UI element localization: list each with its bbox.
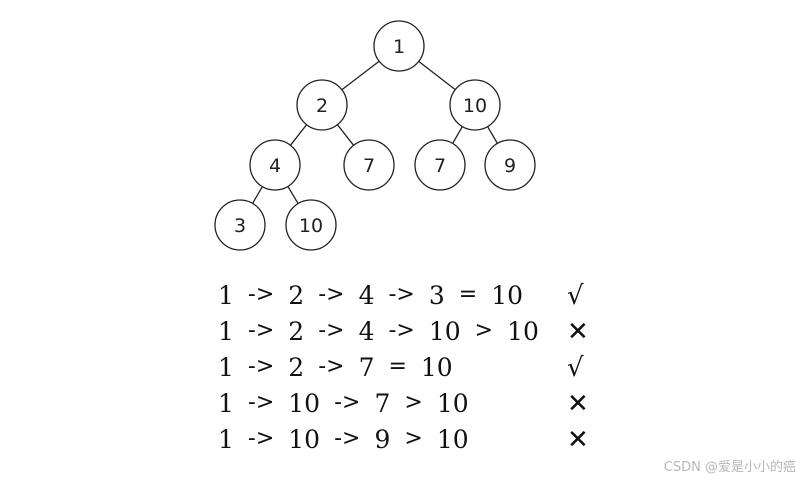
tree-edge bbox=[487, 126, 498, 144]
tree-edge bbox=[418, 60, 456, 91]
path-token: -> bbox=[334, 426, 361, 451]
tree-node-circle bbox=[449, 79, 501, 131]
tree-node-label: 7 bbox=[363, 155, 375, 177]
path-token: -> bbox=[318, 318, 345, 343]
tree-node-circle bbox=[296, 79, 348, 131]
path-token: 2 bbox=[288, 281, 305, 310]
tree-node-circle bbox=[214, 199, 266, 251]
path-token: 4 bbox=[358, 281, 375, 310]
tree-node-circle bbox=[249, 139, 301, 191]
path-token: > bbox=[404, 426, 423, 451]
tree-node-label: 7 bbox=[434, 155, 446, 177]
path-token: = bbox=[388, 354, 407, 379]
path-token: -> bbox=[247, 390, 275, 415]
tree-node: 3 bbox=[214, 199, 266, 251]
tree-node-label: 2 bbox=[316, 95, 328, 117]
path-token: 10 bbox=[507, 317, 539, 346]
path-token: 4 bbox=[358, 317, 375, 346]
path-token: 10 bbox=[420, 353, 453, 382]
path-token: 10 bbox=[288, 389, 321, 418]
path-token: 10 bbox=[436, 389, 469, 418]
path-token: > bbox=[404, 390, 423, 415]
path-token: 7 bbox=[358, 353, 375, 382]
path-token: 10 bbox=[491, 281, 523, 310]
check-mark-icon: √ bbox=[567, 353, 584, 383]
tree-node: 9 bbox=[484, 139, 536, 191]
tree-node: 10 bbox=[449, 79, 501, 131]
path-token: 1 bbox=[218, 425, 234, 454]
path-token: > bbox=[474, 318, 494, 343]
path-token: 2 bbox=[288, 353, 305, 382]
tree-node-circle bbox=[373, 20, 425, 72]
binary-tree-diagram: 1 2 10 4 7 7 9 3 10 bbox=[214, 20, 536, 251]
tree-node-label: 10 bbox=[299, 215, 323, 237]
tree-node-label: 1 bbox=[393, 36, 405, 58]
path-token: -> bbox=[318, 354, 345, 379]
path-token: 3 bbox=[428, 281, 445, 310]
tree-node: 1 bbox=[373, 20, 425, 72]
cross-mark-icon: ✕ bbox=[567, 317, 589, 347]
cross-mark-icon: ✕ bbox=[567, 425, 589, 455]
watermark: CSDN @爱是小小的癌 bbox=[663, 460, 796, 475]
path-token: 10 bbox=[288, 425, 321, 454]
path-token: 2 bbox=[288, 317, 305, 346]
tree-node-label: 10 bbox=[463, 95, 487, 117]
path-token: -> bbox=[247, 426, 275, 451]
tree-node-label: 9 bbox=[504, 155, 516, 177]
path-token: -> bbox=[318, 282, 345, 307]
tree-edge bbox=[252, 186, 263, 204]
tree-edge bbox=[287, 186, 299, 204]
tree-node: 10 bbox=[285, 199, 337, 251]
tree-node: 7 bbox=[343, 139, 395, 191]
cross-mark-icon: ✕ bbox=[567, 389, 589, 419]
tree-node-circle bbox=[285, 199, 337, 251]
tree-node-label: 3 bbox=[234, 215, 246, 237]
path-token: 1 bbox=[218, 281, 234, 310]
tree-edge bbox=[336, 124, 355, 146]
path-token: -> bbox=[247, 282, 275, 307]
tree-node-circle bbox=[414, 139, 466, 191]
path-token: 9 bbox=[374, 425, 391, 454]
path-token: 1 bbox=[218, 389, 234, 418]
path-token: 10 bbox=[428, 317, 461, 346]
tree-edge bbox=[289, 124, 308, 146]
path-token: = bbox=[458, 282, 478, 307]
path-token: -> bbox=[247, 354, 275, 379]
path-token: -> bbox=[388, 318, 415, 343]
path-token: -> bbox=[388, 282, 415, 307]
path-token: 1 bbox=[218, 353, 234, 382]
path-token: 1 bbox=[218, 317, 234, 346]
check-mark-icon: √ bbox=[567, 281, 584, 311]
tree-edge bbox=[452, 126, 463, 144]
path-token: 7 bbox=[374, 389, 391, 418]
path-token: -> bbox=[247, 318, 275, 343]
tree-node-circle bbox=[343, 139, 395, 191]
tree-node-circle bbox=[484, 139, 536, 191]
path-token: 10 bbox=[436, 425, 469, 454]
tree-node-label: 4 bbox=[269, 155, 281, 177]
tree-edge bbox=[341, 60, 380, 91]
path-token: -> bbox=[334, 390, 361, 415]
tree-node: 2 bbox=[296, 79, 348, 131]
tree-node: 7 bbox=[414, 139, 466, 191]
tree-node: 4 bbox=[249, 139, 301, 191]
